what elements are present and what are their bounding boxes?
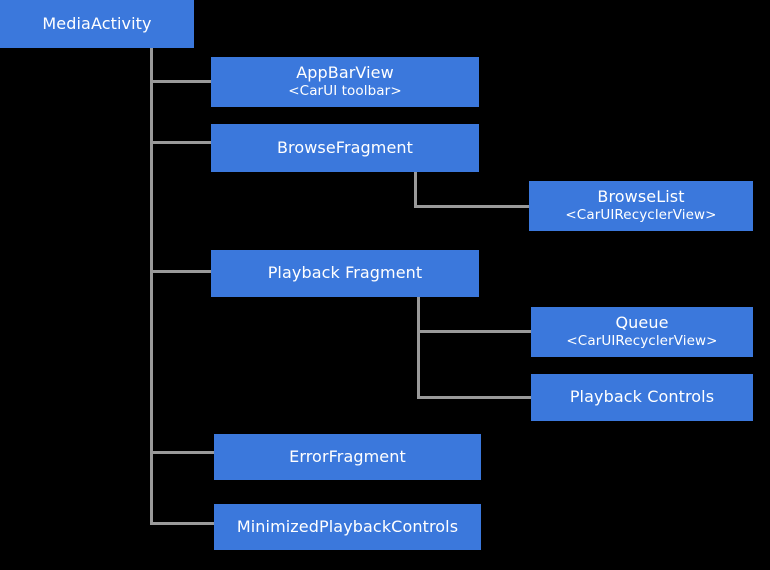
node-browse-list[interactable]: BrowseList <CarUIRecyclerView> xyxy=(529,181,753,231)
edge-media-activity-to-app-bar-view xyxy=(150,80,213,83)
node-media-activity[interactable]: MediaActivity xyxy=(0,0,194,48)
node-minimized-playback-controls-title: MinimizedPlaybackControls xyxy=(236,516,459,536)
node-playback-fragment-title: Playback Fragment xyxy=(267,263,423,283)
node-queue-subtitle: <CarUIRecyclerView> xyxy=(566,332,718,349)
edge-media-activity-to-error-fragment xyxy=(150,451,216,454)
node-playback-controls-title: Playback Controls xyxy=(569,387,715,407)
node-browse-list-title: BrowseList xyxy=(597,186,685,206)
node-queue[interactable]: Queue <CarUIRecyclerView> xyxy=(531,307,753,357)
node-queue-title: Queue xyxy=(615,312,669,332)
edge-browse-fragment-trunk xyxy=(414,171,417,208)
edge-browse-fragment-to-browse-list xyxy=(414,205,532,208)
edge-media-activity-to-minimized-playback-controls xyxy=(150,522,216,525)
edge-media-activity-trunk xyxy=(150,47,153,525)
node-app-bar-view-title: AppBarView xyxy=(296,62,394,82)
node-error-fragment-title: ErrorFragment xyxy=(289,446,406,466)
node-playback-controls[interactable]: Playback Controls xyxy=(531,374,753,421)
node-app-bar-view[interactable]: AppBarView <CarUI toolbar> xyxy=(211,57,479,107)
node-browse-list-subtitle: <CarUIRecyclerView> xyxy=(565,206,717,223)
node-browse-fragment-title: BrowseFragment xyxy=(276,137,414,157)
node-browse-fragment[interactable]: BrowseFragment xyxy=(211,124,479,172)
node-minimized-playback-controls[interactable]: MinimizedPlaybackControls xyxy=(214,504,481,550)
node-app-bar-view-subtitle: <CarUI toolbar> xyxy=(288,82,402,99)
edge-playback-fragment-to-queue xyxy=(417,330,534,333)
node-error-fragment[interactable]: ErrorFragment xyxy=(214,434,481,480)
edge-media-activity-to-browse-fragment xyxy=(150,141,213,144)
edge-playback-fragment-to-playback-controls xyxy=(417,396,534,399)
node-playback-fragment[interactable]: Playback Fragment xyxy=(211,250,479,297)
edge-media-activity-to-playback-fragment xyxy=(150,270,213,273)
edge-playback-fragment-trunk xyxy=(417,296,420,399)
node-media-activity-title: MediaActivity xyxy=(42,13,152,33)
